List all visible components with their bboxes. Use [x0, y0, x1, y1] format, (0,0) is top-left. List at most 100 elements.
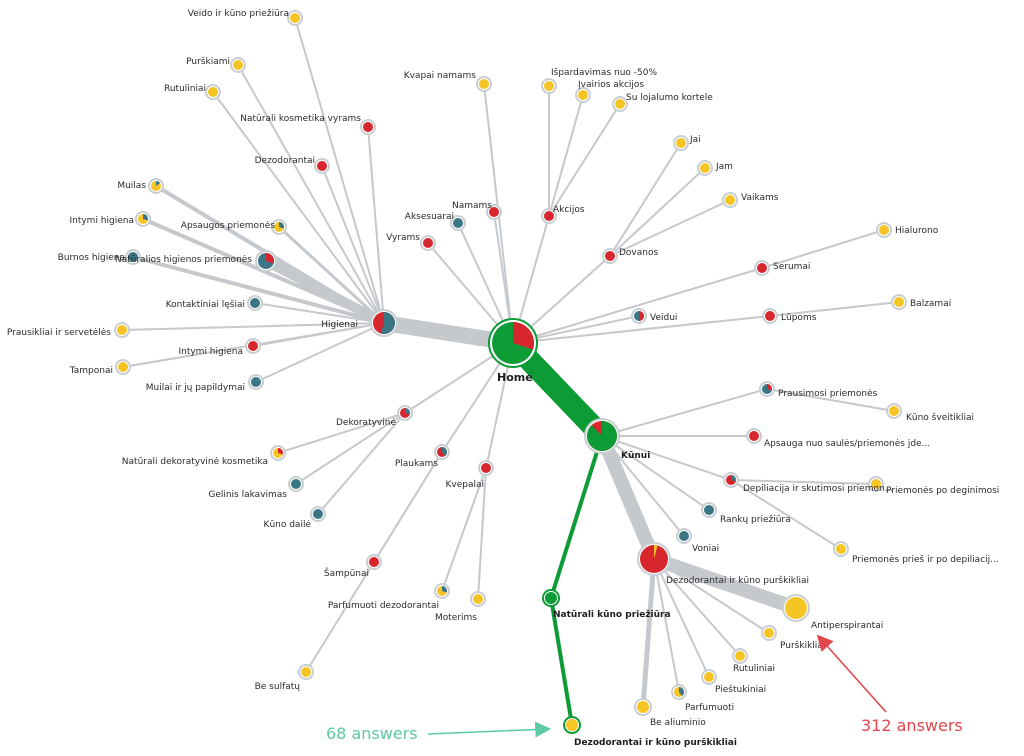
- node-n-kvapai[interactable]: [476, 76, 492, 92]
- label-n-aksesuarai: Aksesuarai: [405, 212, 454, 222]
- edge-n-apsaugos: [277, 225, 386, 325]
- node-n-kvepalai[interactable]: [478, 460, 494, 476]
- node-fill: [757, 263, 767, 273]
- node-n-ivairios[interactable]: [575, 87, 591, 103]
- node-fill: [889, 406, 899, 416]
- node-n-tamponai[interactable]: [115, 359, 131, 375]
- node-fill: [879, 225, 889, 235]
- edge-n-naturali-vyrams: [367, 126, 385, 324]
- node-n-sampunai[interactable]: [366, 554, 382, 570]
- label-n-be-aliuminio: Be aliuminio: [650, 718, 706, 728]
- node-hub-higiena[interactable]: [370, 309, 398, 337]
- node-n-be-aliuminio[interactable]: [634, 698, 652, 716]
- node-n-parfumuoti[interactable]: [671, 684, 687, 700]
- node-n-lojalumo[interactable]: [612, 96, 628, 112]
- node-n-lupoms[interactable]: [762, 308, 778, 324]
- edge-n-depiliacija: [601, 435, 732, 481]
- node-n-jam[interactable]: [697, 160, 713, 176]
- node-n-ranku[interactable]: [701, 502, 717, 518]
- node-n-be-sulfatu[interactable]: [298, 664, 314, 680]
- edge-n-rutuliniai: [212, 91, 385, 324]
- node-n-kontaktiniai[interactable]: [247, 295, 263, 311]
- node-fill: [544, 211, 554, 221]
- annotation-68-answers: 68 answers: [326, 724, 418, 743]
- node-n-voniai[interactable]: [676, 528, 692, 544]
- node-n-aksesuarai[interactable]: [450, 215, 466, 231]
- node-n-muilas[interactable]: [148, 178, 164, 194]
- node-n-moterims[interactable]: [470, 591, 486, 607]
- node-n-dekoratyvine[interactable]: [397, 405, 413, 421]
- node-n-plaukams[interactable]: [434, 444, 450, 460]
- edge-n-vaikams: [609, 199, 731, 257]
- node-n-pries-depil[interactable]: [833, 541, 849, 557]
- node-pie-slice: [442, 586, 448, 593]
- edge-n-jai: [609, 142, 682, 257]
- node-fill: [676, 138, 686, 148]
- edge-n-serumai: [512, 267, 763, 344]
- node-n-apsaugos[interactable]: [271, 219, 287, 235]
- edge-n-lupoms: [512, 315, 771, 344]
- label-n-jai: Jai: [689, 135, 701, 145]
- label-n-vyrams: Vyrams: [386, 233, 420, 243]
- node-fill: [313, 509, 323, 519]
- edge-n-gelinis: [295, 412, 406, 485]
- label-n-naturali-dekor: Natūrali dekoratyvinė kosmetika: [122, 457, 268, 467]
- node-n-rutuliniai-b[interactable]: [732, 648, 748, 664]
- node-n-muilai[interactable]: [248, 374, 264, 390]
- node-n-purskiami[interactable]: [230, 57, 246, 73]
- node-n-intymi-bot[interactable]: [245, 338, 261, 354]
- node-pie-slice: [767, 384, 772, 391]
- node-n-depiliacija[interactable]: [723, 472, 739, 488]
- node-fill: [700, 163, 710, 173]
- label-n-rutuliniai-b: Rutuliniai: [733, 664, 775, 674]
- label-n-antiperspirantai: Antiperspirantai: [811, 621, 883, 631]
- label-hub-higiena: Higienai: [321, 320, 358, 330]
- node-n-antiperspirantai[interactable]: [782, 594, 810, 622]
- node-n-dez-final[interactable]: [563, 716, 581, 734]
- node-n-prausikliai[interactable]: [114, 322, 130, 338]
- node-n-hialurono[interactable]: [876, 222, 892, 238]
- node-n-apsauga-saules[interactable]: [746, 428, 762, 444]
- node-fill: [836, 544, 846, 554]
- node-n-intymi-top[interactable]: [135, 211, 151, 227]
- node-n-burnos[interactable]: [125, 249, 141, 265]
- node-n-naturali-dekor[interactable]: [270, 445, 286, 461]
- label-n-tamponai: Tamponai: [69, 366, 113, 376]
- node-n-akcijos[interactable]: [541, 208, 557, 224]
- node-n-dovanos[interactable]: [602, 248, 618, 264]
- node-n-vyrams[interactable]: [420, 235, 436, 251]
- node-n-po-deginimosi[interactable]: [868, 476, 884, 492]
- node-n-ispardavimas[interactable]: [541, 78, 557, 94]
- node-n-kuno-daile[interactable]: [310, 506, 326, 522]
- node-n-serumai[interactable]: [754, 260, 770, 276]
- edge-n-po-deginimosi: [730, 479, 877, 485]
- node-n-veidui[interactable]: [631, 308, 647, 324]
- node-n-naturali-kuno[interactable]: [542, 589, 560, 607]
- node-n-namams[interactable]: [486, 204, 502, 220]
- node-n-piestukiniai[interactable]: [701, 669, 717, 685]
- node-n-kuno-sveitikliai[interactable]: [886, 403, 902, 419]
- node-fill: [605, 251, 615, 261]
- edge-n-kuno-sveitikliai: [766, 388, 895, 412]
- node-n-balzamai[interactable]: [891, 294, 907, 310]
- node-n-dezodorantai-top[interactable]: [314, 158, 330, 174]
- node-n-veido[interactable]: [287, 10, 303, 26]
- node-n-rutuliniai[interactable]: [205, 84, 221, 100]
- node-n-vaikams[interactable]: [722, 192, 738, 208]
- node-n-naturali-vyrams[interactable]: [360, 119, 376, 135]
- label-n-akcijos: Akcijos: [553, 205, 585, 215]
- node-hub-kunui[interactable]: [584, 418, 620, 454]
- label-n-intymi-top: Intymi higiena: [69, 216, 134, 226]
- node-fill: [704, 672, 714, 682]
- node-hub-dezodorantai[interactable]: [637, 542, 671, 576]
- node-n-parfumuoti-dez[interactable]: [434, 583, 450, 599]
- node-n-prausimosi[interactable]: [759, 381, 775, 397]
- node-n-naturalios-hig[interactable]: [255, 250, 277, 272]
- node-n-purskikliai[interactable]: [761, 625, 777, 641]
- node-n-jai[interactable]: [673, 135, 689, 151]
- home-node[interactable]: [488, 318, 538, 368]
- node-n-gelinis[interactable]: [288, 476, 304, 492]
- label-n-naturali-kuno: Natūrali kūno priežiūra: [553, 610, 671, 620]
- edge-n-burnos: [131, 255, 386, 325]
